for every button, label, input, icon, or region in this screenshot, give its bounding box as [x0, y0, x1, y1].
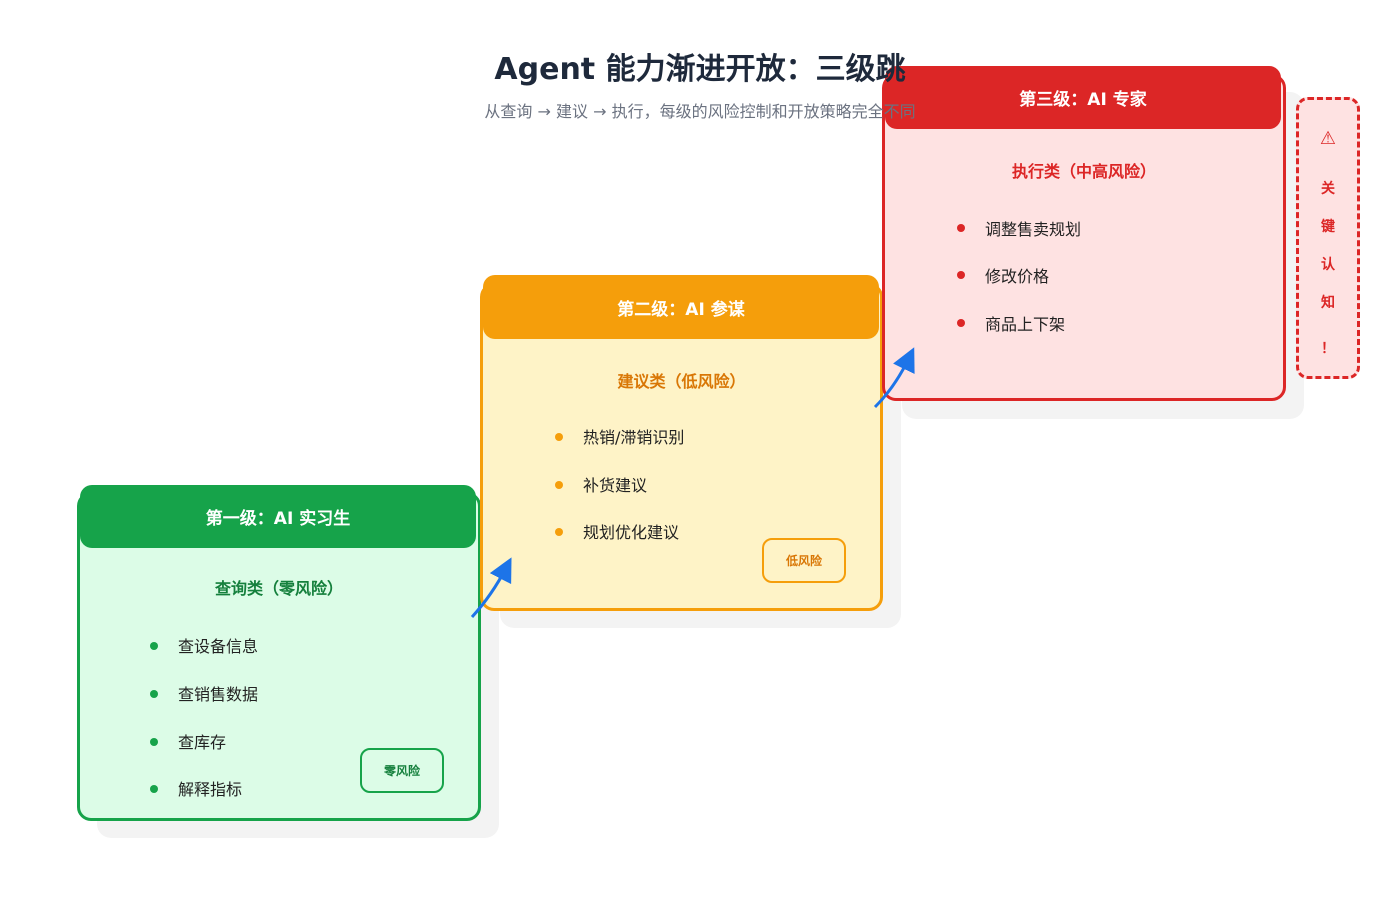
list-item: 查设备信息: [178, 637, 259, 656]
bullet-icon: [150, 738, 158, 746]
page-title: Agent 能力渐进开放：三级跳: [494, 52, 906, 87]
bullet-icon: [555, 528, 563, 536]
note-char: 关: [1321, 181, 1335, 197]
arrow-icon: [470, 557, 512, 619]
bullet-icon: [150, 785, 158, 793]
list-item: 热销/滞销识别: [583, 428, 685, 447]
list-item: 查库存: [178, 733, 227, 752]
risk-badge: 低风险: [762, 538, 846, 583]
list-item: 补货建议: [583, 476, 648, 495]
note-char: 键: [1321, 219, 1335, 235]
level-2-category: 建议类（低风险）: [617, 372, 746, 391]
list-item: 规划优化建议: [583, 523, 680, 542]
level-1-category: 查询类（零风险）: [214, 579, 343, 598]
warning-icon: ⚠: [1319, 128, 1337, 149]
list-item: 调整售卖规划: [985, 220, 1082, 239]
list-item: 修改价格: [985, 267, 1050, 286]
level-2-header: 第二级：AI 参谋: [483, 275, 879, 339]
bullet-icon: [555, 433, 563, 441]
note-char: 知: [1321, 295, 1335, 311]
list-item: 解释指标: [178, 780, 243, 799]
bullet-icon: [957, 271, 965, 279]
bullet-icon: [150, 690, 158, 698]
level-3-header: 第三级：AI 专家: [885, 66, 1281, 129]
risk-badge: 零风险: [360, 748, 444, 793]
note-char: ！: [1321, 341, 1335, 357]
page-subtitle: 从查询 → 建议 → 执行，每级的风险控制和开放策略完全不同: [484, 102, 916, 121]
level-3-category: 执行类（中高风险）: [1011, 162, 1156, 181]
bullet-icon: [957, 224, 965, 232]
list-item: 商品上下架: [985, 315, 1066, 334]
level-1-header: 第一级：AI 实习生: [80, 485, 476, 548]
bullet-icon: [555, 481, 563, 489]
note-char: 认: [1321, 257, 1335, 273]
arrow-icon: [873, 347, 915, 409]
list-item: 查销售数据: [178, 685, 259, 704]
key-insight-note: ⚠ 关 键 认 知 ！: [1296, 97, 1360, 379]
bullet-icon: [957, 319, 965, 327]
bullet-icon: [150, 642, 158, 650]
